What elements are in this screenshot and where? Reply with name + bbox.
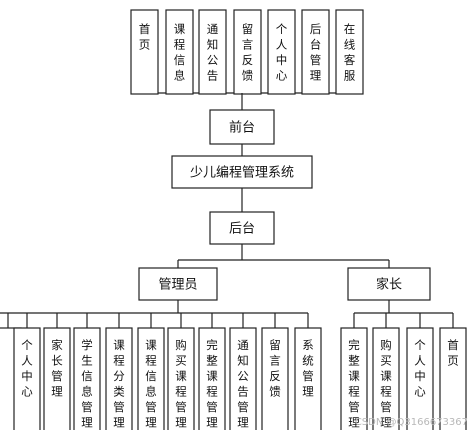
parent-item-1 bbox=[372, 327, 400, 430]
parent-item-2 bbox=[406, 327, 434, 430]
parent-item-3-label: 首页 bbox=[447, 338, 459, 368]
front-item-5-label: 后台管理 bbox=[310, 22, 322, 83]
admin-item-7 bbox=[198, 327, 226, 430]
front-item-1-label: 课程信息 bbox=[174, 22, 186, 83]
parent-node-label: 家长 bbox=[376, 277, 402, 293]
admin-item-5-label: 课程信息管理 bbox=[145, 338, 157, 430]
admin-item-8 bbox=[229, 327, 257, 430]
admin-item-4 bbox=[105, 327, 133, 430]
admin-item-3-label: 学生信息管理 bbox=[81, 338, 93, 430]
front-item-3 bbox=[233, 9, 262, 95]
watermark: CSDN @Q3166673367 bbox=[354, 417, 468, 428]
front-item-2-label: 通知公告 bbox=[207, 22, 219, 83]
admin-item-10-label: 系统管理 bbox=[302, 338, 314, 399]
front-item-0 bbox=[130, 9, 159, 95]
parent-item-0-label: 完整课程管理 bbox=[348, 338, 360, 430]
admin-item-9-label: 留言反馈 bbox=[269, 338, 281, 399]
front-item-6-label: 在线客服 bbox=[344, 22, 356, 83]
root-node-label: 少儿编程管理系统 bbox=[190, 166, 294, 181]
admin-item-8-label: 通知公告管理 bbox=[237, 338, 249, 430]
admin-item-5 bbox=[137, 327, 165, 430]
front-item-1 bbox=[165, 9, 194, 95]
front-item-0-label: 首页 bbox=[139, 22, 151, 52]
back-node bbox=[209, 211, 275, 245]
admin-item-4-label: 课程分类管理 bbox=[113, 338, 125, 430]
root-node bbox=[171, 155, 313, 189]
front-item-4 bbox=[267, 9, 296, 95]
front-node-label: 前台 bbox=[229, 120, 255, 136]
admin-item-1-label: 个人中心 bbox=[21, 338, 33, 399]
admin-item-2-label: 家长管理 bbox=[51, 338, 63, 399]
parent-item-3 bbox=[439, 327, 467, 430]
parent-item-1-label: 购买课程管理 bbox=[380, 338, 392, 430]
admin-item-3 bbox=[73, 327, 101, 430]
admin-node-label: 管理员 bbox=[158, 278, 197, 293]
front-item-5 bbox=[301, 9, 330, 95]
admin-node bbox=[138, 267, 218, 301]
admin-item-2 bbox=[43, 327, 71, 430]
front-item-3-label: 留言反馈 bbox=[242, 22, 254, 83]
admin-item-1 bbox=[13, 327, 41, 430]
admin-item-7-label: 完整课程管理 bbox=[206, 338, 218, 430]
front-item-4-label: 个人中心 bbox=[276, 22, 288, 83]
admin-item-9 bbox=[261, 327, 289, 430]
admin-item-10 bbox=[294, 327, 322, 430]
admin-item-6 bbox=[167, 327, 195, 430]
front-item-2 bbox=[198, 9, 227, 95]
parent-item-0 bbox=[340, 327, 368, 430]
parent-item-2-label: 个人中心 bbox=[414, 338, 426, 399]
admin-item-6-label: 购买课程管理 bbox=[175, 338, 187, 430]
front-item-6 bbox=[335, 9, 364, 95]
back-node-label: 后台 bbox=[229, 222, 255, 237]
